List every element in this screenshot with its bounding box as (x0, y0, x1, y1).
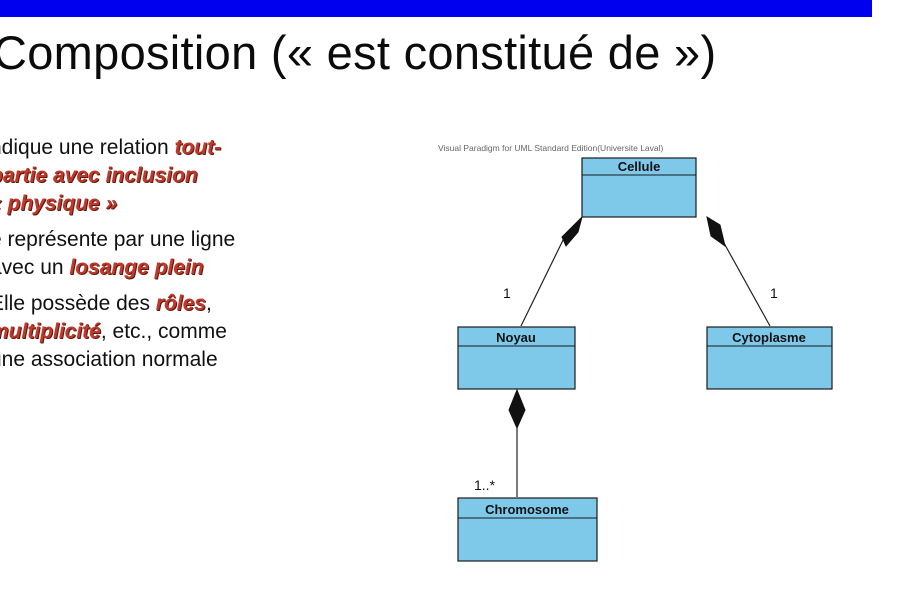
bullet-line-4: e représente par une ligne (0, 226, 380, 254)
bullet-list: ndique une relation tout- partie avec in… (0, 134, 380, 380)
composition-diamond-cytoplasme (706, 215, 726, 248)
class-noyau: Noyau (457, 326, 576, 390)
multiplicity-cytoplasme: 1 (770, 285, 778, 301)
class-name-noyau: Noyau (496, 330, 536, 345)
class-box (581, 157, 697, 218)
class-box (706, 326, 833, 390)
bullet-text: , etc., comme (100, 320, 227, 343)
composition-line-cellule-cytoplasme (718, 233, 771, 327)
class-cytoplasme: Cytoplasme (706, 326, 833, 390)
bullet-line-3: « physique » (0, 190, 380, 218)
highlight-text: rôles (155, 292, 206, 315)
slide-title: Composition (« est constitué de ») (0, 26, 717, 79)
class-cellule: Cellule (581, 157, 697, 218)
class-name-cytoplasme: Cytoplasme (732, 330, 806, 345)
composition-diamond-chromosome (508, 388, 526, 430)
bullet-text: , (205, 292, 212, 315)
class-chromosome: Chromosome (457, 497, 598, 562)
bullet-line-5: avec un losange plein (0, 254, 380, 282)
diagram-watermark: Visual Paradigm for UML Standard Edition… (438, 143, 664, 153)
bullet-text: ndique une relation (0, 136, 175, 159)
bullet-text: e représente par une ligne (0, 228, 236, 251)
bullet-line-6: Elle possède des rôles, (0, 290, 380, 318)
bullet-line-2: partie avec inclusion (0, 162, 380, 190)
highlight-text: partie avec inclusion (0, 164, 198, 187)
bullet-line-8: une association normale (0, 346, 380, 374)
highlight-text: losange plein (69, 256, 204, 279)
class-name-cellule: Cellule (618, 159, 661, 174)
multiplicity-chromosome: 1..* (474, 477, 496, 493)
class-name-chromosome: Chromosome (485, 502, 569, 517)
highlight-text: multiplicité (0, 320, 101, 343)
multiplicity-noyau: 1 (503, 285, 511, 301)
highlight-text: tout- (174, 136, 222, 159)
bullet-text: Elle possède des (0, 292, 156, 315)
bullet-line-7: multiplicité, etc., comme (0, 318, 380, 346)
highlight-text: « physique » (0, 192, 118, 215)
class-box (457, 497, 598, 562)
class-box (457, 326, 576, 390)
bullet-text: avec un (0, 256, 64, 279)
composition-line-cellule-noyau (520, 233, 567, 327)
bullet-line-1: ndique une relation tout- (0, 134, 380, 162)
bullet-text: une association normale (0, 348, 218, 371)
top-bar (0, 0, 872, 17)
composition-diamond-noyau (561, 215, 583, 247)
